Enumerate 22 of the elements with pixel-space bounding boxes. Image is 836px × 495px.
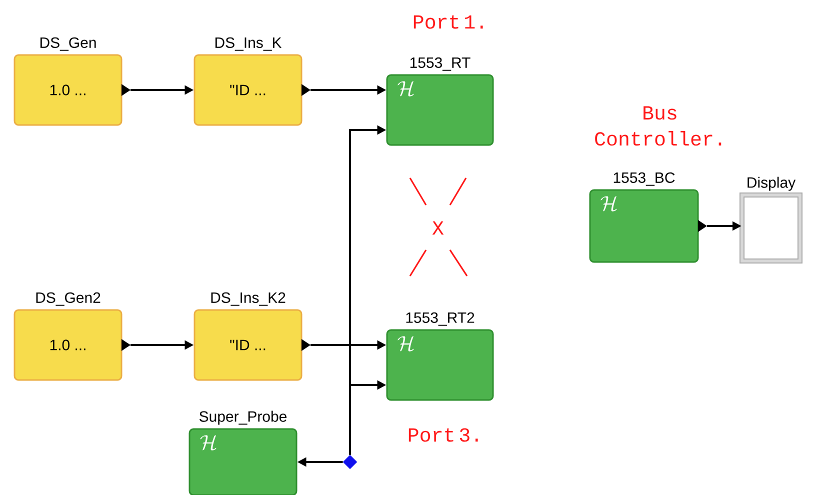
controller-label: Bus Controller.: [595, 106, 722, 146]
block-name: 1553_BC: [614, 172, 675, 186]
block: "ID ...: [194, 54, 302, 126]
block-name: Super_Probe: [199, 410, 287, 425]
block: 1.0 ...: [14, 309, 122, 381]
block-name: DS_Ins_K: [215, 37, 282, 51]
block: 1.0 ...: [14, 54, 122, 126]
cross-mark: X: [432, 221, 444, 235]
junction-diamond: [342, 454, 358, 470]
block-name: DS_Gen2: [36, 292, 100, 306]
port-label: Port 1.: [414, 15, 483, 29]
block-name: DS_Gen: [40, 37, 96, 51]
block-name: 1553_RT2: [406, 312, 474, 326]
block: $\mathcal{H}$: [386, 329, 494, 401]
port-label: Port 3.: [408, 428, 478, 442]
block-name: Display: [748, 176, 796, 191]
block: $\mathcal{H}$: [188, 428, 298, 495]
block: $\mathcal{H}$: [386, 74, 494, 146]
block: "ID ...: [194, 309, 302, 381]
block: $\mathcal{H}$: [589, 189, 699, 263]
block-name: DS_Ins_K2: [211, 292, 286, 306]
block-name: 1553_RT: [410, 57, 470, 71]
